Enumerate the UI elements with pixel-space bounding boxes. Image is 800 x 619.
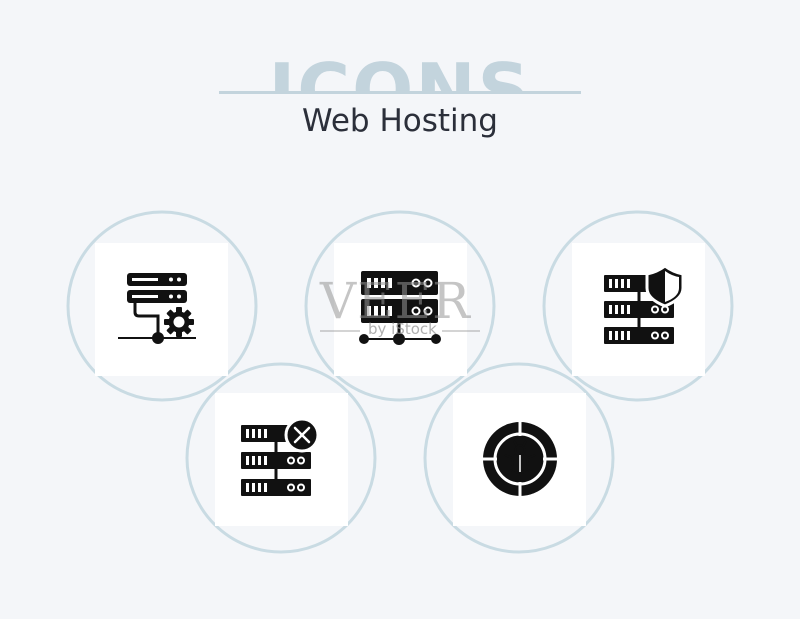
bug-target-icon xyxy=(483,422,557,496)
watermark-text: VEER xyxy=(320,272,471,330)
watermark-subtext: by iStock xyxy=(368,320,437,338)
tile-1 xyxy=(95,243,228,376)
page-title: Web Hosting xyxy=(302,103,498,139)
circle-1 xyxy=(66,210,258,402)
header: ICONS Web Hosting xyxy=(0,0,800,150)
server-network-icon xyxy=(359,271,441,345)
circle-4 xyxy=(185,362,377,554)
circle-5 xyxy=(423,362,615,554)
circle-outlines xyxy=(66,210,734,554)
banner-word: ICONS xyxy=(268,48,532,92)
banner-rule xyxy=(219,91,581,94)
server-delete-icon xyxy=(241,417,320,496)
circle-3 xyxy=(542,210,734,402)
server-gear-icon xyxy=(118,273,196,344)
server-shield-icon xyxy=(604,264,685,344)
circle-2 xyxy=(304,210,496,402)
